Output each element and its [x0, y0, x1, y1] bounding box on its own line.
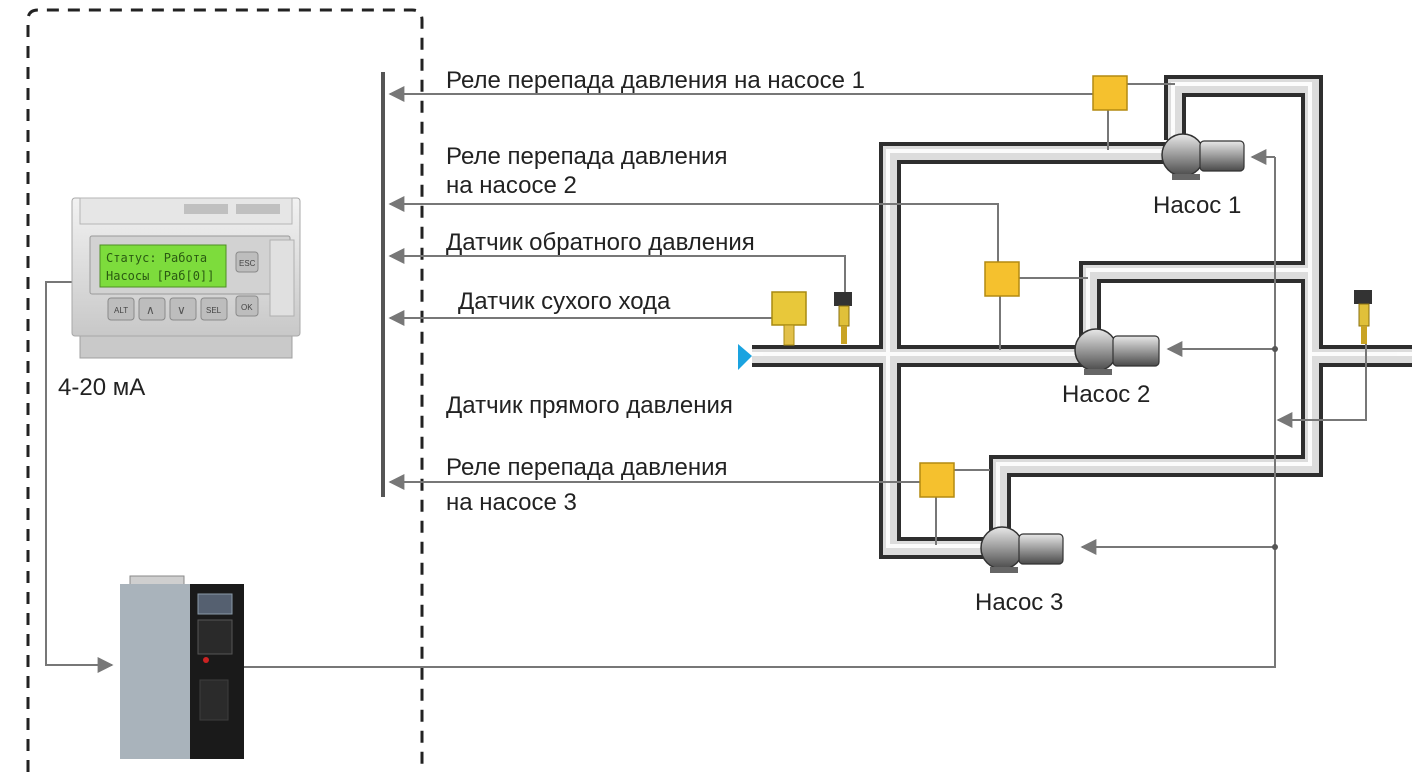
pipe-network — [752, 75, 1412, 559]
wire-junctions — [1272, 346, 1278, 550]
label-return-pressure-sensor: Датчик обратного давления — [446, 229, 755, 256]
label-pump1: Насос 1 — [1153, 192, 1241, 219]
relay-pump2-box — [984, 261, 1020, 297]
label-relay-pump2-line1: Реле перепада давления — [446, 143, 727, 170]
pump1-icon — [1161, 133, 1245, 180]
label-signal-4-20ma: 4-20 мА — [58, 374, 145, 401]
label-relay-pump2-line2: на насосе 2 — [446, 172, 577, 199]
pipe-highlight — [752, 82, 1412, 548]
svg-text:∨: ∨ — [177, 303, 186, 317]
label-relay-pump3-line2: на насосе 3 — [446, 489, 577, 516]
frequency-drive — [120, 575, 244, 759]
lcd-line-1: Статус: Работа — [106, 251, 207, 265]
label-pump3: Насос 3 — [975, 589, 1063, 616]
label-dry-run-sensor: Датчик сухого хода — [458, 288, 671, 315]
pump3-icon — [980, 526, 1064, 573]
lcd-line-2: Насосы [Раб[0]] — [106, 269, 214, 283]
alt-button-label: ALT — [114, 306, 128, 315]
return-pressure-sensor-icon — [834, 292, 852, 344]
label-relay-pump1: Реле перепада давления на насосе 1 — [446, 67, 865, 94]
controller-lcd — [99, 244, 227, 288]
inlet-marker — [738, 344, 752, 370]
relay-pump3-box — [919, 462, 955, 498]
svg-text:∧: ∧ — [146, 303, 155, 317]
relay-boxes — [919, 75, 1128, 498]
cabinet-boundary — [26, 8, 424, 772]
pump2-icon — [1074, 328, 1160, 375]
relay-pump1-box — [1092, 75, 1128, 111]
signal-wires — [45, 83, 1367, 673]
label-supply-pressure-sensor: Датчик прямого давления — [446, 392, 733, 419]
label-pump2: Насос 2 — [1062, 381, 1150, 408]
esc-button-label: ESC — [239, 259, 256, 268]
ok-button-label: OK — [241, 303, 253, 312]
diagram-labels: Реле перепада давления на насосе 1 Реле … — [58, 67, 1241, 616]
wire-4-20ma — [45, 281, 114, 673]
wire-relay-pump2 — [388, 196, 999, 265]
controller-device: Статус: Работа Насосы [Раб[0]] ALT ∧ ∨ S… — [71, 197, 301, 359]
dry-run-sensor-icon — [771, 291, 807, 346]
supply-pressure-sensor-icon — [1354, 290, 1372, 344]
wire-return-pressure — [388, 248, 846, 292]
sel-button-label: SEL — [206, 306, 222, 315]
wire-drive-output — [243, 157, 1276, 668]
label-relay-pump3-line1: Реле перепада давления — [446, 454, 727, 481]
